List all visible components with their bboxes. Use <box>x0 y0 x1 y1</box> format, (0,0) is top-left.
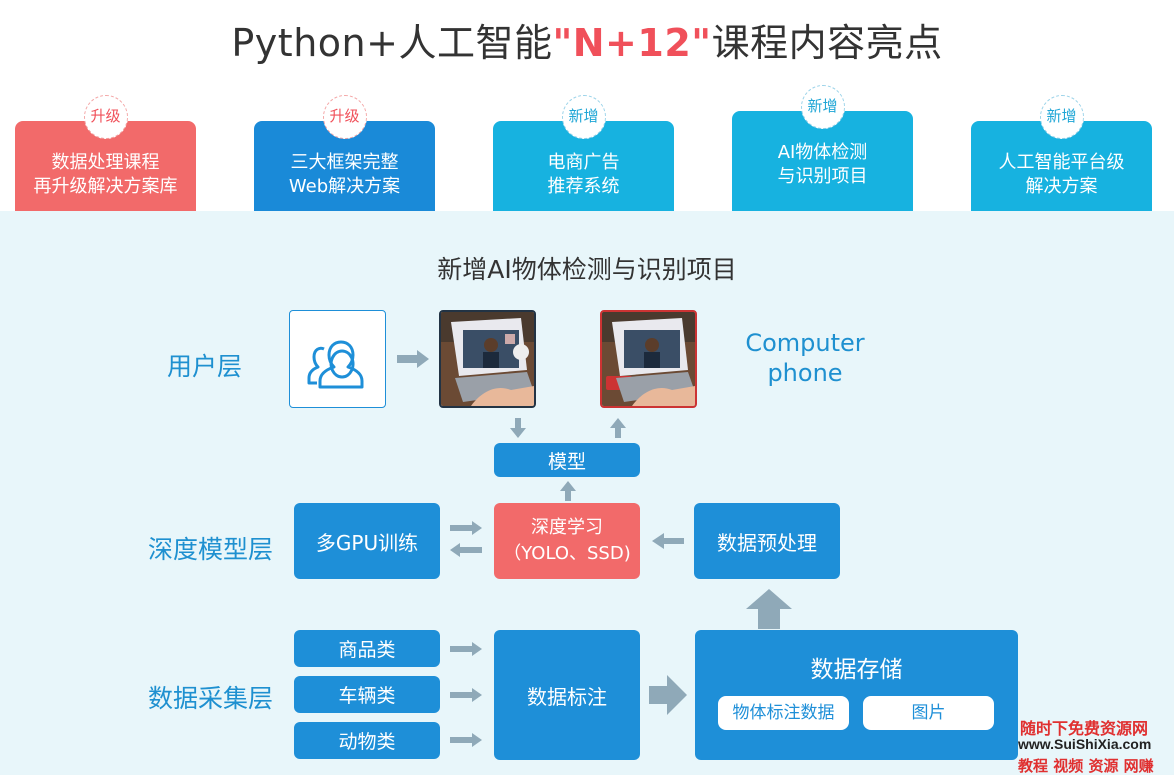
badge-new: 新增 <box>561 95 606 139</box>
arrow-right <box>397 350 429 368</box>
card-data-processing: 升级 数据处理课程 再升级解决方案库 <box>15 95 196 211</box>
model-box: 模型 <box>494 443 640 477</box>
title-text-end: 课程内容亮点 <box>711 21 943 65</box>
card-line1: 三大框架完整 <box>290 152 399 173</box>
storage-item-images: 图片 <box>863 696 994 730</box>
card-line1: 电商广告 <box>547 152 620 173</box>
layer-label-model: 深度模型层 <box>148 535 274 564</box>
arrow-right-large <box>649 675 687 715</box>
users-icon <box>307 340 364 389</box>
badge-upgrade: 升级 <box>322 95 367 139</box>
category-vehicles: 车辆类 <box>294 676 440 713</box>
phone-video-photo <box>600 310 697 408</box>
title-text: Python+人工智能 <box>231 21 553 65</box>
laptop-video-photo <box>439 310 536 408</box>
category-goods: 商品类 <box>294 630 440 667</box>
page-title: Python+人工智能"N+12"课程内容亮点 <box>0 12 1174 67</box>
annotate-box: 数据标注 <box>494 630 640 760</box>
storage-title: 数据存储 <box>810 657 903 683</box>
arrow-up <box>560 481 576 501</box>
arrow-up-large <box>746 589 792 629</box>
card-line2: 与识别项目 <box>777 166 868 187</box>
arrow-down <box>510 418 526 438</box>
watermark-line1: 随时下免费资源网 <box>1020 719 1149 738</box>
diagram-title: 新增AI物体检测与识别项目 <box>437 255 737 284</box>
arrow-right <box>450 642 482 656</box>
card-line1: 数据处理课程 <box>51 152 160 173</box>
card-line1: 人工智能平台级 <box>998 152 1125 173</box>
arrow-left <box>652 533 684 549</box>
watermark-line2: www.SuiShiXia.com <box>1018 736 1152 752</box>
preprocess-box: 数据预处理 <box>694 503 840 579</box>
card-line2: 解决方案 <box>1025 176 1098 197</box>
card-line2: Web解决方案 <box>288 176 401 197</box>
badge-new: 新增 <box>800 85 845 129</box>
card-line2: 推荐系统 <box>547 176 620 197</box>
card-ad-recommendation: 新增 电商广告 推荐系统 <box>493 95 674 211</box>
card-line2: 再升级解决方案库 <box>33 176 178 197</box>
user-icon-box <box>289 310 386 408</box>
storage-item-annotations: 物体标注数据 <box>718 696 849 730</box>
device-line2: phone <box>767 359 843 387</box>
layer-label-user: 用户层 <box>167 352 243 381</box>
watermark: 随时下免费资源网 www.SuiShiXia.com 教程 视频 资源 网赚 <box>1016 712 1174 775</box>
category-animals: 动物类 <box>294 722 440 759</box>
card-object-detection: 新增 AI物体检测 与识别项目 <box>732 85 913 211</box>
title-accent: "N+12" <box>552 21 712 65</box>
badge-new: 新增 <box>1039 95 1084 139</box>
deep-learning-box: 深度学习 （YOLO、SSD) <box>494 503 640 579</box>
card-line1: AI物体检测 <box>777 142 868 163</box>
arrow-right <box>450 521 482 535</box>
deep-learning-line2: （YOLO、SSD) <box>503 543 631 564</box>
layer-label-collect: 数据采集层 <box>148 684 274 713</box>
multi-gpu-box: 多GPU训练 <box>294 503 440 579</box>
device-label: Computer phone <box>720 328 890 388</box>
badge-upgrade: 升级 <box>83 95 128 139</box>
device-line1: Computer <box>745 329 865 357</box>
arrow-up <box>610 418 626 438</box>
storage-box: 数据存储 <box>695 630 1018 760</box>
card-ai-platform: 新增 人工智能平台级 解决方案 <box>971 95 1152 211</box>
arrow-left <box>450 543 482 557</box>
arrow-right <box>450 733 482 747</box>
card-web-frameworks: 升级 三大框架完整 Web解决方案 <box>254 95 435 211</box>
arrow-right <box>450 688 482 702</box>
watermark-line3: 教程 视频 资源 网赚 <box>1018 757 1154 775</box>
deep-learning-line1: 深度学习 <box>531 517 603 538</box>
